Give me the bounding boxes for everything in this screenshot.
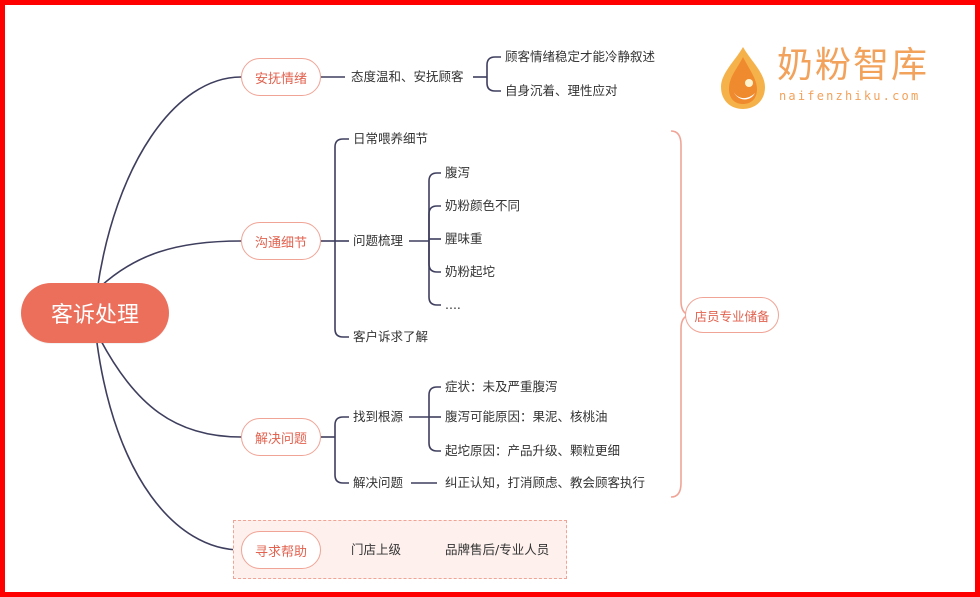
branch-help[interactable]: 寻求帮助 — [241, 531, 321, 569]
logo-name: 奶粉智库 — [777, 45, 930, 86]
issue-4[interactable]: 奶粉起坨 — [445, 264, 496, 279]
link-root-calm — [96, 76, 242, 292]
cause-2[interactable]: 腹泻可能原因：果泥、核桃油 — [445, 409, 608, 424]
cause-3[interactable]: 起坨原因：产品升级、颗粒更细 — [445, 443, 621, 458]
solve-find-root[interactable]: 找到根源 — [353, 409, 404, 424]
calm-leaf-1[interactable]: 顾客情绪稳定才能冷静叙述 — [505, 49, 656, 64]
calm-sub[interactable]: 态度温和、安抚顾客 — [351, 69, 464, 84]
root-node[interactable]: 客诉处理 — [21, 283, 169, 343]
communicate-item-2[interactable]: 问题梳理 — [353, 233, 404, 248]
issue-1[interactable]: 腹泻 — [445, 165, 471, 180]
branch-solve[interactable]: 解决问题 — [241, 418, 321, 456]
link-root-solve — [99, 338, 242, 438]
solve-resolve-detail[interactable]: 纠正认知，打消顾虑、教会顾客执行 — [445, 475, 646, 490]
connector-lines — [96, 56, 690, 551]
link-root-communicate — [99, 240, 242, 288]
side-note[interactable]: 店员专业储备 — [685, 297, 779, 333]
issue-5[interactable]: .... — [445, 297, 461, 312]
flame-drop-icon — [721, 47, 765, 109]
logo-domain: naifenzhiku.com — [779, 89, 921, 103]
calm-leaf-2[interactable]: 自身沉着、理性应对 — [505, 83, 618, 98]
link-root-help — [96, 342, 242, 551]
brand-logo: 奶粉智库 naifenzhiku.com — [715, 43, 945, 113]
help-leaf[interactable]: 品牌售后/专业人员 — [445, 542, 550, 557]
issue-2[interactable]: 奶粉颜色不同 — [445, 198, 521, 213]
solve-resolve[interactable]: 解决问题 — [353, 475, 404, 490]
issue-3[interactable]: 腥味重 — [445, 231, 483, 246]
branch-communicate[interactable]: 沟通细节 — [241, 222, 321, 260]
communicate-item-3[interactable]: 客户诉求了解 — [353, 329, 429, 344]
mindmap-canvas: 客诉处理 安抚情绪 态度温和、安抚顾客 顾客情绪稳定才能冷静叙述 自身沉着、理性… — [5, 5, 975, 592]
help-sub[interactable]: 门店上级 — [351, 542, 402, 557]
branch-calm[interactable]: 安抚情绪 — [241, 58, 321, 96]
communicate-item-1[interactable]: 日常喂养细节 — [353, 131, 429, 146]
cause-1[interactable]: 症状：未及严重腹泻 — [445, 379, 558, 394]
